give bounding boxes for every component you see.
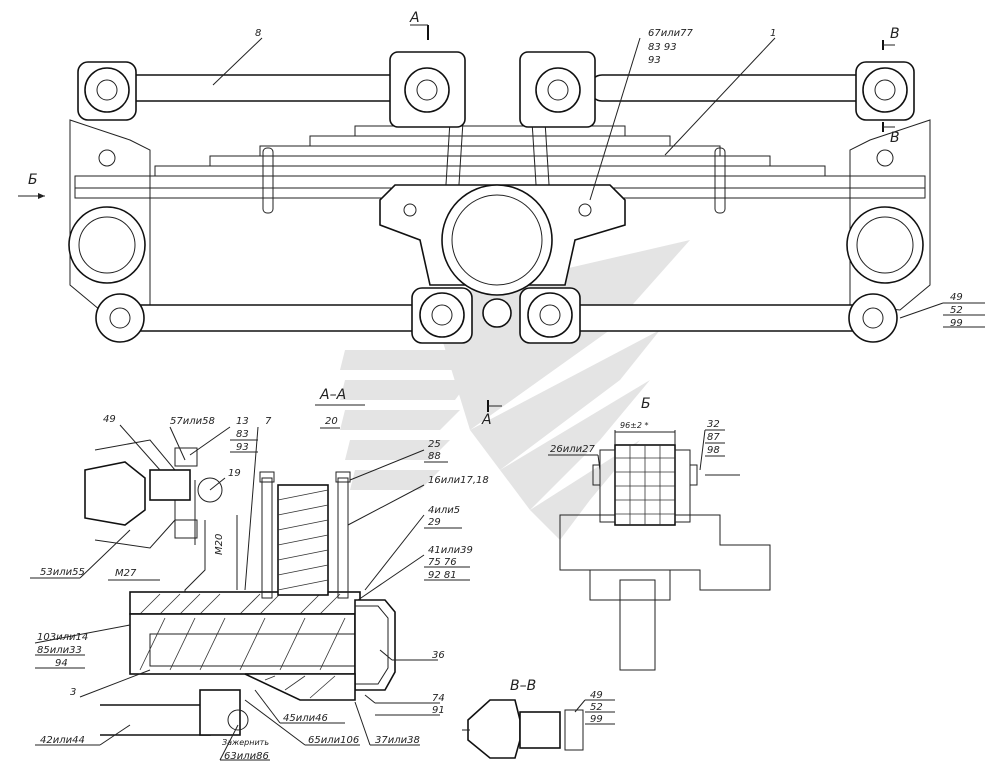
callout-74-91: 91: [432, 705, 445, 716]
callout-41: 41или39: [428, 545, 473, 556]
callout-93: 93: [648, 55, 661, 66]
callout-103: 103или14: [37, 632, 88, 643]
leaders-top: [212, 37, 985, 328]
cut-b-right-bottom-label: В: [890, 130, 900, 146]
cut-a-bottom-label: А: [481, 412, 492, 428]
cut-a-left-label: А: [409, 10, 420, 26]
callout-26: 26или27: [550, 444, 595, 455]
callout-19: 19: [228, 468, 241, 479]
callout-25: 25: [428, 439, 441, 450]
axle-housing: [379, 184, 626, 296]
callout-49-vv: 49: [590, 690, 603, 701]
callout-8: 8: [255, 28, 261, 39]
callout-103-85: 85или33: [37, 645, 82, 656]
view-vv-detail: [462, 699, 615, 759]
labels: А В В Б А А–А Б В–В 8 1 67или77 83 93 93…: [28, 10, 963, 762]
section-markers-top: [18, 24, 895, 199]
callout-63: 63или86: [224, 751, 269, 762]
section-aa: [100, 400, 502, 736]
callout-zakernit: Зажернить: [222, 738, 269, 747]
callout-m27: М27: [115, 568, 137, 579]
cut-be-left-label: Б: [28, 172, 38, 188]
callout-67: 67или77: [648, 28, 693, 39]
callout-57: 57или58: [170, 416, 215, 427]
cut-b-right-top-label: В: [890, 26, 900, 42]
callout-45: 45или46: [283, 713, 328, 724]
callout-37: 37или38: [375, 735, 420, 746]
top-main-view: [18, 24, 985, 344]
callout-7: 7: [265, 416, 272, 427]
callout-41-92-81: 92 81: [428, 570, 457, 581]
callout-49-top: 49: [950, 292, 963, 303]
callout-32: 32: [707, 419, 720, 430]
callout-103-94: 94: [55, 658, 68, 669]
leaders-middle: [30, 424, 470, 761]
callout-99-top: 99: [950, 318, 963, 329]
callout-42: 42или44: [40, 735, 85, 746]
callout-32-87: 87: [707, 432, 720, 443]
upper-end-joints: [77, 61, 915, 121]
callout-36: 36: [432, 650, 445, 661]
callout-13-93: 93: [236, 442, 249, 453]
callout-16: 16или17,18: [428, 475, 489, 486]
rod-end-detail: [84, 439, 238, 610]
callout-3: 3: [70, 687, 76, 698]
callout-25-88: 88: [428, 451, 441, 462]
lower-reaction-rod: [95, 287, 898, 344]
callout-52-top: 52: [950, 305, 963, 316]
callout-41-75-76: 75 76: [428, 557, 457, 568]
view-vv-title: В–В: [510, 678, 536, 694]
callout-13-83: 83: [236, 429, 249, 440]
callout-52-vv: 52: [590, 702, 603, 713]
view-be-title: Б: [641, 396, 651, 412]
callout-99-vv: 99: [590, 714, 603, 725]
callout-20: 20: [325, 416, 338, 427]
callout-53: 53или55: [40, 567, 85, 578]
callout-13: 13: [236, 416, 249, 427]
callout-32-98: 98: [707, 445, 720, 456]
callout-65: 65или106: [308, 735, 359, 746]
callout-96: 96±2 *: [620, 421, 649, 430]
callout-m20: М20: [214, 534, 225, 555]
callout-4-29: 29: [428, 517, 441, 528]
callout-83-93: 83 93: [648, 42, 677, 53]
callout-74: 74: [432, 693, 445, 704]
side-brackets: [68, 119, 931, 311]
view-be-detail: [548, 429, 771, 671]
view-aa-title: А–А: [319, 387, 346, 403]
callout-4: 4или5: [428, 505, 460, 516]
callout-1: 1: [770, 28, 776, 39]
upper-reaction-rod: [114, 51, 881, 128]
leaves-section: [259, 471, 351, 599]
callout-49-left: 49: [103, 414, 116, 425]
